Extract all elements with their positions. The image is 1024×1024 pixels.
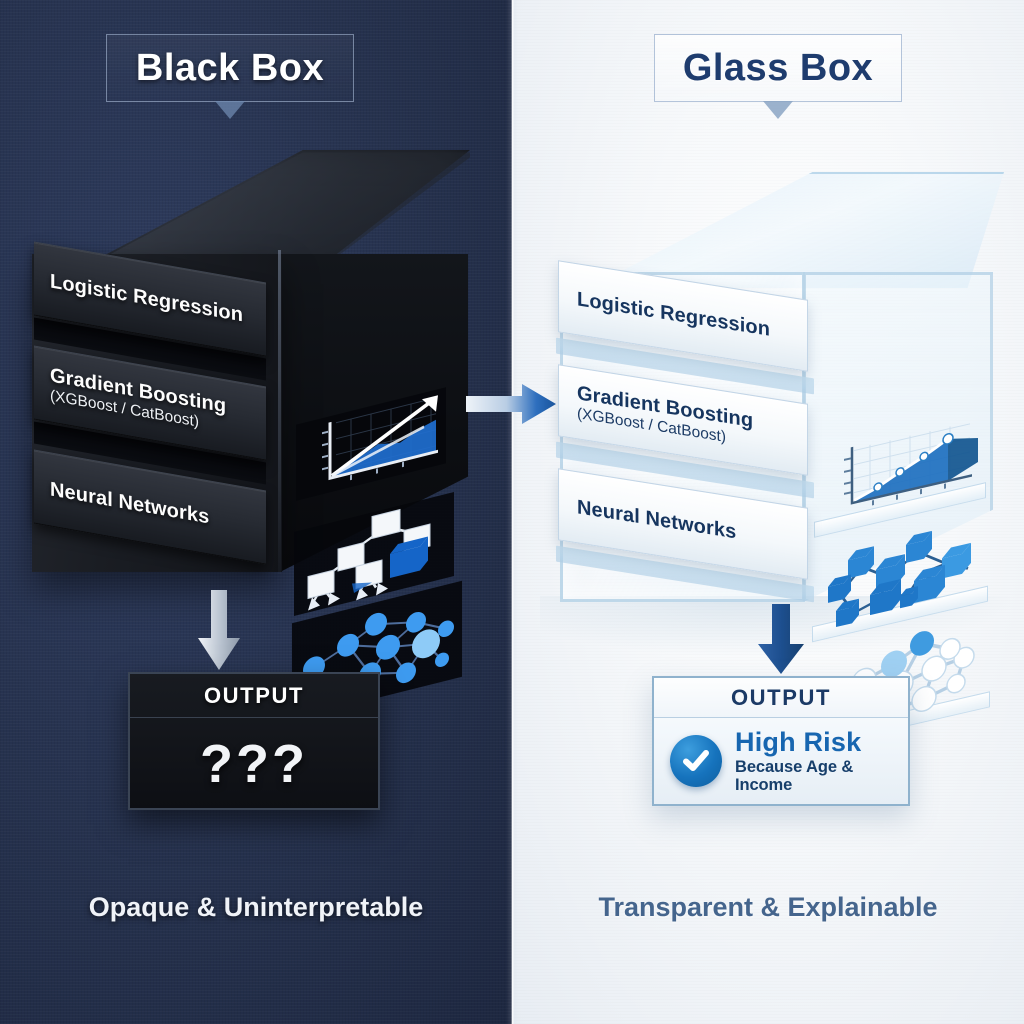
black-box-output-card: OUTPUT ??? [128, 672, 380, 810]
glass-box-title: Glass Box [654, 34, 902, 102]
plaque-pointer-icon [215, 101, 245, 119]
black-box-graphic: Logistic Regression Gradient Boosting (X… [18, 150, 470, 720]
plaque-pointer-icon [763, 101, 793, 119]
output-header: OUTPUT [130, 674, 378, 718]
glass-box-title-plaque: Glass Box [654, 34, 902, 119]
area-chart-icon [820, 412, 980, 527]
output-header: OUTPUT [654, 678, 908, 718]
risk-verdict: High Risk [735, 727, 862, 758]
black-box-title-plaque: Black Box [106, 34, 354, 119]
risk-text-group: High Risk Because Age & Income [735, 727, 908, 794]
black-box-corner-edge [278, 250, 281, 574]
arrow-down-icon [196, 590, 242, 674]
arrow-down-icon [756, 604, 806, 676]
check-circle-icon [670, 735, 722, 787]
shelf-label: Logistic Regression [50, 269, 244, 326]
arrow-right-icon [466, 382, 558, 426]
shelf-label: Neural Networks [50, 477, 210, 528]
shelf-label: Neural Networks [577, 495, 737, 543]
black-box-title: Black Box [106, 34, 354, 102]
output-body: High Risk Because Age & Income [654, 718, 908, 804]
decision-tree-icon [294, 492, 454, 616]
left-panel-caption: Opaque & Uninterpretable [88, 892, 424, 922]
line-chart-icon [296, 387, 446, 501]
risk-reason: Because Age & Income [735, 757, 854, 795]
glass-box-graphic: Logistic Regression Gradient Boosting (X… [548, 172, 1004, 749]
shelf-label: Logistic Regression [577, 287, 771, 341]
cube-tree-icon [818, 515, 984, 639]
output-value: ??? [200, 734, 308, 794]
glass-box-output-card: OUTPUT High Risk Because Age & Income [652, 676, 910, 806]
right-panel-caption: Transparent & Explainable [598, 892, 938, 922]
